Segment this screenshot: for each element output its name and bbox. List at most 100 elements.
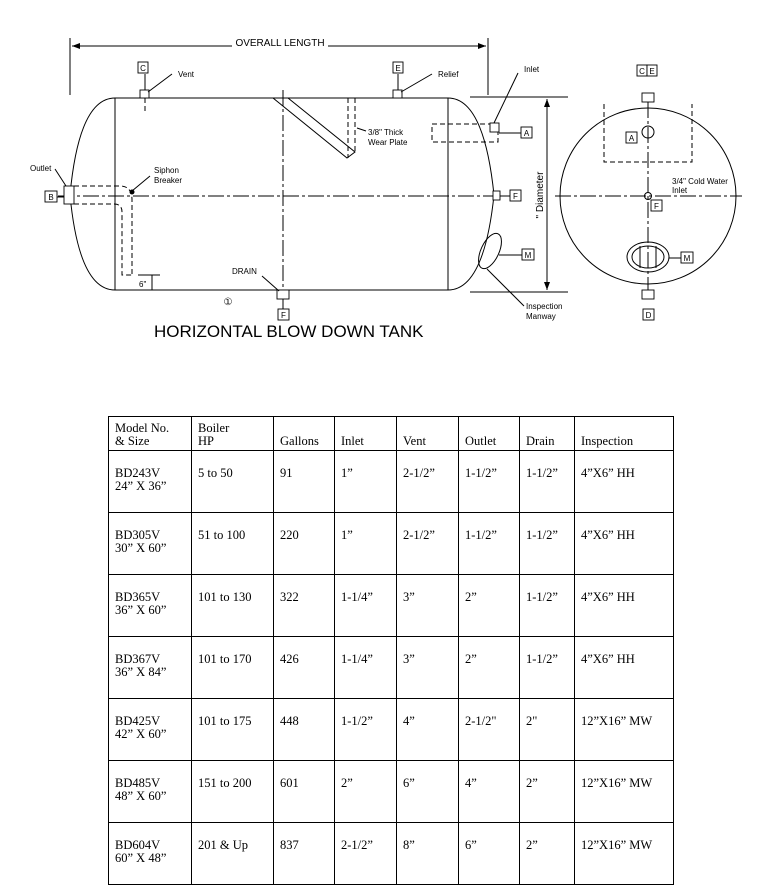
cell-inspection: 4”X6” HH (574, 574, 674, 637)
cell-vent: 2-1/2” (396, 450, 459, 513)
cell-gallons: 837 (273, 822, 335, 885)
vent-label: Vent (178, 70, 195, 79)
header-outlet: Outlet (458, 416, 520, 451)
manway-ellipse (478, 232, 502, 270)
marker-c-box (137, 61, 149, 74)
cell-outlet: 2-1/2" (458, 698, 520, 761)
cell-gallons: 220 (273, 512, 335, 575)
diameter-label: " Diameter (535, 171, 546, 219)
cell-gallons: 91 (273, 450, 335, 513)
drain-nozzle (276, 289, 290, 300)
cell-inlet: 2-1/2” (334, 822, 397, 885)
relief-nozzle (392, 89, 403, 99)
marker-d-label: D (646, 311, 652, 320)
manway-label-1: Inspection (526, 302, 562, 311)
marker-f-end-box (650, 199, 663, 212)
cell-hp: 101 to 175 (191, 698, 274, 761)
marker-f-bottom-box (277, 308, 290, 321)
cell-inspection: 4”X6” HH (574, 512, 674, 575)
marker-f-end-label: F (654, 202, 659, 211)
marker-e-label: E (395, 64, 400, 73)
arrow-down-icon (544, 282, 550, 290)
marker-f-bottom-label: F (281, 311, 286, 320)
inlet-label-leader (493, 72, 519, 124)
end-view-top-nozzle (641, 92, 655, 103)
end-view-cold-water-circle (644, 192, 652, 200)
marker-a-end-label: A (629, 134, 635, 143)
cell-outlet: 1-1/2” (458, 512, 520, 575)
cell-hp: 151 to 200 (191, 760, 274, 823)
cell-outlet: 6” (458, 822, 520, 885)
dimension-label-bg (232, 37, 328, 49)
marker-f-right-label: F (513, 192, 518, 201)
cell-inlet: 1-1/4” (334, 574, 397, 637)
drawing-title: HORIZONTAL BLOW DOWN TANK (154, 322, 424, 341)
arrow-up-icon (544, 99, 550, 107)
cold-water-nozzle (492, 190, 501, 201)
circle-one-label: ① (224, 297, 233, 308)
cell-drain: 1-1/2” (519, 450, 575, 513)
siphon-breaker-point (129, 189, 135, 195)
manway-label-2: Manway (526, 312, 556, 321)
arrow-left-icon (72, 43, 80, 49)
cell-outlet: 2” (458, 574, 520, 637)
relief-label-leader (400, 73, 433, 93)
cell-drain: 2” (519, 822, 575, 885)
outlet-label-leader (54, 168, 67, 187)
cell-gallons: 601 (273, 760, 335, 823)
cell-vent: 8” (396, 822, 459, 885)
cell-gallons: 322 (273, 574, 335, 637)
marker-a-box (520, 126, 533, 139)
marker-m-box (521, 248, 535, 261)
marker-d-box (642, 308, 655, 321)
marker-c-end-label: C (639, 67, 645, 76)
six-inch-label: 6" (139, 280, 146, 289)
arrow-right-icon (478, 43, 486, 49)
header-model: Model No.& Size (108, 416, 192, 451)
header-drain: Drain (519, 416, 575, 451)
drain-label-leader (261, 275, 280, 292)
vent-label-leader (147, 73, 173, 93)
siphon-breaker-label-2: Breaker (154, 176, 182, 185)
cell-vent: 6” (396, 760, 459, 823)
inlet-pipe-hidden (431, 123, 499, 143)
end-view-manway-inner (631, 245, 665, 269)
cell-drain: 2" (519, 698, 575, 761)
cell-inspection: 4”X6” HH (574, 450, 674, 513)
tank-drawing: OVERALL LENGTH 3/8" Thick Wear Plate C V… (30, 37, 742, 341)
cell-hp: 51 to 100 (191, 512, 274, 575)
wear-plate-leader (356, 127, 367, 132)
cell-drain: 1-1/2” (519, 574, 575, 637)
wear-plate (272, 97, 356, 159)
cell-vent: 2-1/2” (396, 512, 459, 575)
drain-label: DRAIN (232, 267, 257, 276)
tank-shell (69, 97, 495, 291)
end-view-bottom-nozzle (641, 289, 655, 300)
cell-outlet: 4” (458, 760, 520, 823)
marker-b-label: B (48, 193, 53, 202)
overall-length-label: OVERALL LENGTH (235, 38, 324, 49)
marker-e-end-box (646, 64, 658, 77)
cell-vent: 3” (396, 574, 459, 637)
marker-a-end-box (625, 131, 638, 144)
cell-drain: 2” (519, 760, 575, 823)
cold-water-label-1: 3/4" Cold Water (672, 177, 728, 186)
cell-hp: 5 to 50 (191, 450, 274, 513)
outlet-nozzle (63, 185, 75, 205)
siphon-breaker-label-1: Siphon (154, 166, 179, 175)
siphon-pipe-upper (74, 185, 133, 275)
wear-plate-label-2: Wear Plate (368, 138, 408, 147)
cell-hp: 201 & Up (191, 822, 274, 885)
marker-a-label: A (524, 129, 530, 138)
inlet-nozzle (489, 122, 500, 133)
marker-e-end-label: E (649, 67, 654, 76)
wear-plate-label-1: 3/8" Thick (368, 128, 404, 137)
